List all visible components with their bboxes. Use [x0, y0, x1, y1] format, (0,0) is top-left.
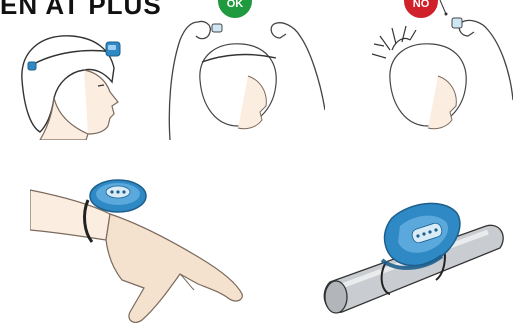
page-title: EN AT PLUS	[0, 0, 162, 21]
wrist-device-icon	[30, 170, 250, 326]
hands-head-icon	[150, 0, 325, 140]
pipe-mount-illustration	[316, 196, 506, 322]
wrist-mount-illustration	[30, 170, 250, 326]
correct-placement-illustration: OK	[150, 0, 325, 140]
hands-hair-icon	[350, 0, 513, 140]
incorrect-placement-illustration: NO	[350, 0, 513, 140]
head-band-device-icon	[0, 22, 140, 140]
pipe-mounted-device-icon	[316, 196, 506, 322]
head-mount-illustration	[0, 22, 140, 140]
